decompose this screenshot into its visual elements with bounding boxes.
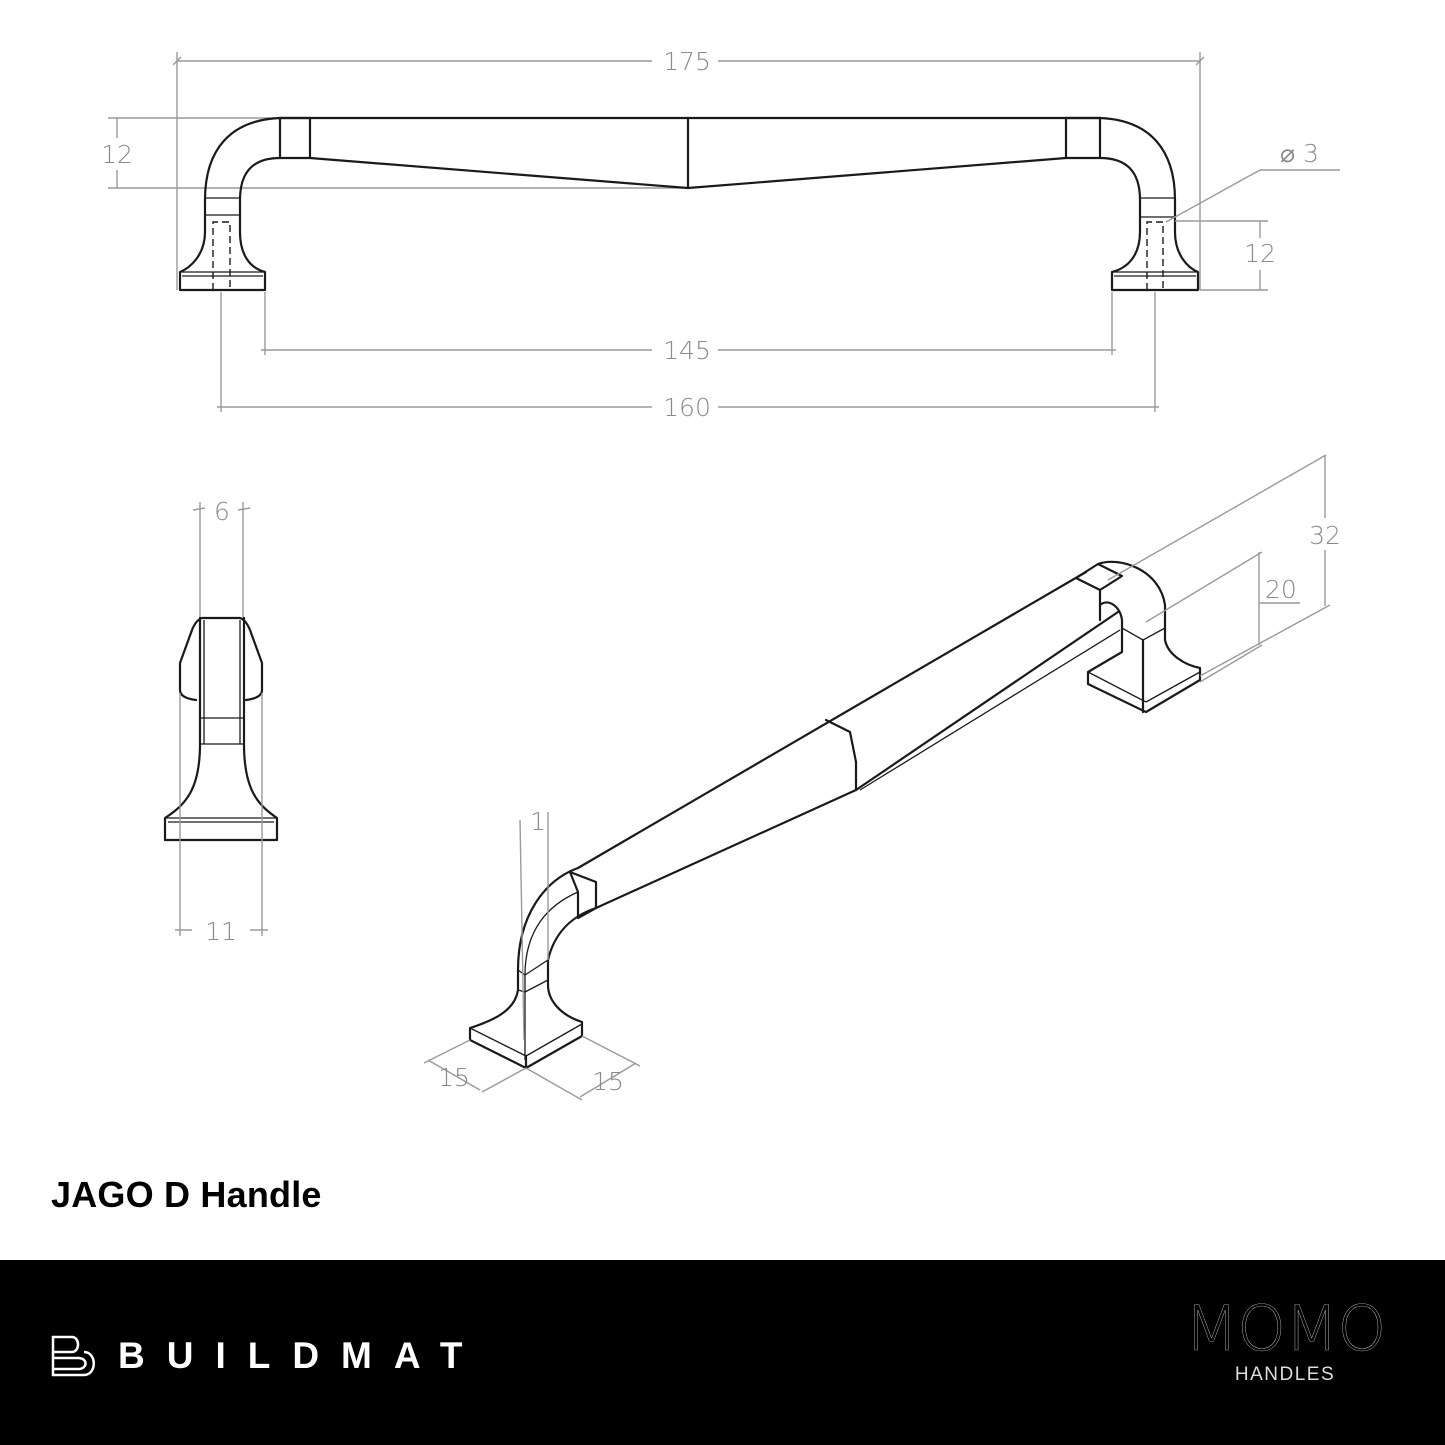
svg-text:11: 11 [205, 917, 237, 946]
dim-overall-height: 32 [1107, 454, 1341, 677]
side-view: 6 11 [163, 497, 279, 946]
momo-wordmark: MOMO [1184, 1292, 1387, 1365]
svg-text:12: 12 [1244, 239, 1276, 268]
handle-iso-outline [468, 560, 1202, 1070]
svg-text:15: 15 [592, 1067, 624, 1096]
svg-text:20: 20 [1265, 575, 1297, 604]
iso-view: 32 20 1 15 15 [423, 454, 1341, 1101]
svg-text:⌀ 3: ⌀ 3 [1280, 139, 1319, 168]
dim-inner-span: 145 [261, 292, 1116, 365]
handle-side-outline [163, 616, 279, 842]
dim-hole-diameter: ⌀ 3 [1165, 139, 1340, 223]
svg-text:15: 15 [438, 1063, 470, 1092]
buildmat-b-icon [51, 1335, 95, 1377]
svg-text:1: 1 [530, 807, 546, 836]
front-view: 175 12 [101, 47, 1340, 422]
svg-text:145: 145 [663, 336, 711, 365]
dim-bar-height: 12 [101, 117, 690, 189]
dim-base-depth: 15 [423, 1039, 527, 1093]
momo-logo: MOMO HANDLES [1180, 1292, 1390, 1386]
buildmat-wordmark: BUILDMAT [118, 1335, 485, 1376]
product-title: JAGO D Handle [51, 1174, 322, 1215]
footer-bar: BUILDMAT MOMO HANDLES [0, 1260, 1445, 1445]
svg-text:160: 160 [663, 393, 711, 422]
dim-overall-length: 175 [172, 47, 1205, 290]
svg-text:175: 175 [663, 47, 711, 76]
dim-base-width-iso: 15 [525, 1035, 641, 1101]
dim-hole-centres: 160 [217, 292, 1159, 422]
dim-offset: 1 [519, 807, 549, 1041]
technical-drawing: 175 12 [101, 47, 1341, 1101]
dim-top-width: 6 [192, 497, 251, 618]
dim-hole-depth: 12 [1175, 220, 1276, 291]
svg-text:6: 6 [214, 497, 230, 526]
momo-subtitle: HANDLES [1234, 1364, 1336, 1385]
dim-clearance-height: 20 [1145, 551, 1300, 683]
handle-front-outline [178, 116, 1200, 292]
buildmat-logo: BUILDMAT [50, 1334, 484, 1378]
svg-text:12: 12 [101, 140, 133, 169]
dim-base-width: 11 [175, 693, 268, 946]
svg-text:32: 32 [1309, 521, 1341, 550]
